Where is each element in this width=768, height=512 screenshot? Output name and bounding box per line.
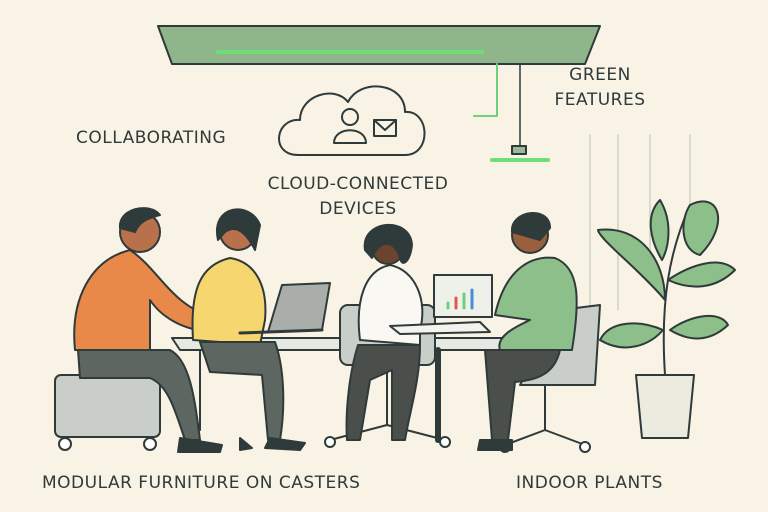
label-indoor-plants: INDOOR PLANTS (516, 473, 663, 493)
laptop-with-chart (389, 274, 493, 335)
laptop (238, 282, 331, 335)
label-features: FEATURES (554, 90, 646, 110)
label-cloud-connected: CLOUD-CONNECTED (267, 174, 449, 194)
person-yellow-shirt (191, 208, 306, 451)
indoor-plant (597, 199, 736, 439)
label-devices: DEVICES (319, 199, 397, 219)
label-collaborating: COLLABORATING (76, 128, 227, 148)
label-green: GREEN (569, 65, 631, 85)
person-green-shirt (477, 212, 578, 451)
ceiling-light-panel (157, 25, 601, 162)
label-modular-furniture: MODULAR FURNITURE ON CASTERS (42, 473, 361, 493)
person-orange-shirt (73, 207, 223, 453)
cloud-icon (278, 85, 426, 156)
modular-ottoman (54, 374, 161, 451)
